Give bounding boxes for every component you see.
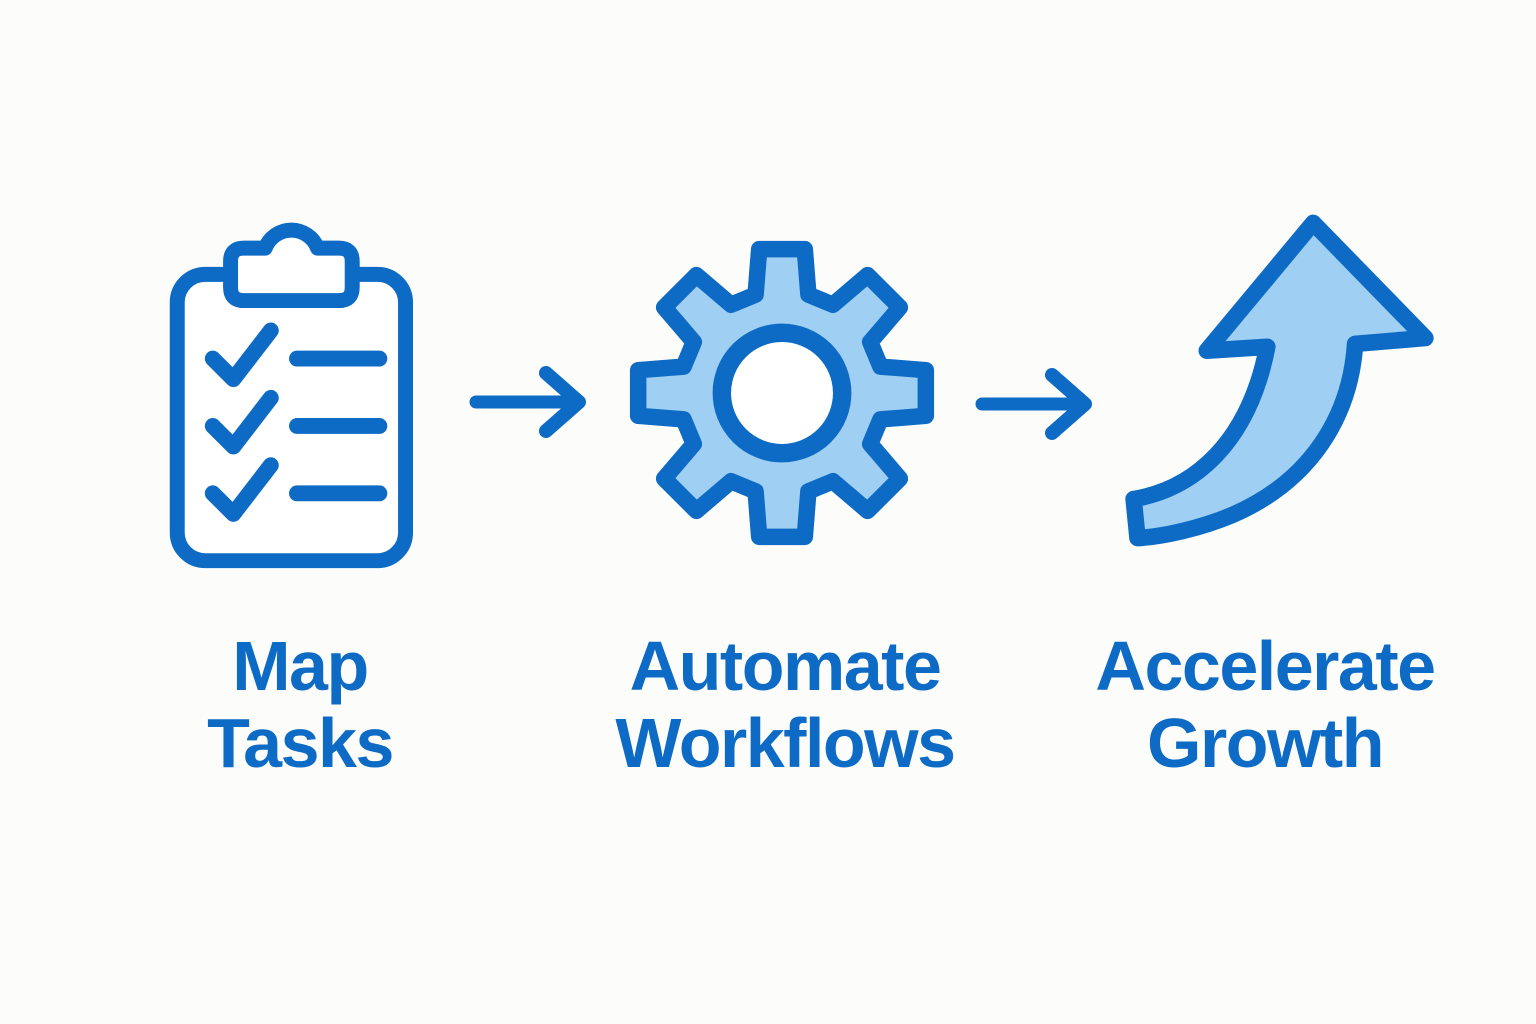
gear-icon	[629, 240, 935, 546]
step-label-line: Workflows	[615, 704, 956, 782]
step-label-automate-workflows: Automate Workflows	[570, 628, 1000, 782]
right-arrow-icon	[469, 366, 586, 438]
checkmark-icon	[204, 457, 279, 522]
growth-arrow-icon	[1125, 214, 1434, 547]
arrow-head	[1045, 368, 1092, 440]
clipboard-body	[169, 266, 414, 569]
step-label-line: Accelerate	[1095, 627, 1436, 705]
step-label-line: Growth	[1147, 704, 1384, 782]
step-label-accelerate-growth: Accelerate Growth	[1050, 628, 1480, 782]
checkmark-icon	[204, 389, 279, 455]
clipboard-checklist-icon	[169, 222, 414, 569]
clipboard-clip	[223, 222, 360, 309]
right-arrow-icon	[975, 368, 1092, 440]
step-label-line: Map	[232, 627, 369, 705]
step-label-line: Automate	[629, 627, 942, 705]
gear-center-hole	[712, 323, 852, 463]
growth-arrow-body	[1125, 214, 1434, 547]
checkmark-icon	[204, 322, 279, 388]
step-label-map-tasks: Map Tasks	[110, 628, 490, 782]
arrow-head	[539, 366, 586, 438]
step-label-line: Tasks	[207, 704, 394, 782]
